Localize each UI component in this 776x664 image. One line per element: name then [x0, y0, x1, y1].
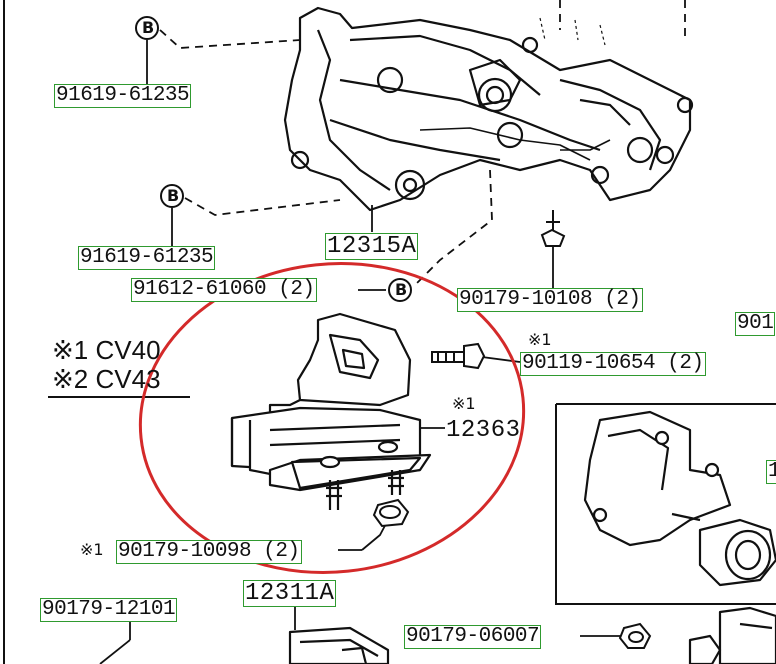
- part-label-12315a[interactable]: 12315A: [325, 233, 419, 260]
- part-label-91619-61235-middle[interactable]: 91619-61235: [78, 246, 216, 270]
- engine-mount-12363-drawing: [230, 312, 432, 510]
- lower-bracket-drawing: [288, 626, 390, 664]
- bolt-symbol-middle: [160, 184, 184, 208]
- highlight-circle: [138, 262, 526, 574]
- bolt-symbol-top: [135, 16, 159, 40]
- bolt-symbol-letter-top: B: [142, 18, 155, 37]
- nut-90179-10098-drawing: [372, 498, 410, 528]
- part-label-91619-61235-top[interactable]: 91619-61235: [54, 84, 192, 108]
- part-label-90179-10108[interactable]: 90179-10108 (2): [457, 288, 643, 312]
- part-label-90179-12101[interactable]: 90179-12101: [40, 598, 178, 622]
- inset-box: [555, 403, 776, 605]
- note-mark-90179-10098: ※1: [80, 540, 104, 559]
- part-label-901-cut[interactable]: 901: [735, 312, 776, 336]
- part-label-1-cut[interactable]: 1: [766, 460, 776, 484]
- note-mark-12363: ※1: [452, 394, 476, 413]
- legend-text-2: CV43: [95, 364, 161, 394]
- note-mark-90119: ※1: [528, 330, 552, 349]
- part-label-90179-06007[interactable]: 90179-06007: [404, 625, 542, 649]
- part-label-91612-61060[interactable]: 91612-61060 (2): [131, 278, 317, 302]
- legend-mark-2: ※2: [52, 364, 89, 394]
- dashed-leaders: [159, 0, 686, 286]
- part-label-90119-10654[interactable]: 90119-10654 (2): [520, 352, 706, 376]
- legend-row-1: ※1 CV40: [52, 336, 161, 364]
- bolt-symbol-letter-right: B: [395, 280, 408, 299]
- legend-row-2: ※2 CV43: [52, 365, 161, 393]
- part-label-12311a[interactable]: 12311A: [243, 580, 337, 607]
- part-label-90179-10098[interactable]: 90179-10098 (2): [116, 540, 302, 564]
- inset-mount-drawing: [583, 410, 776, 664]
- bolt-90119-10654-drawing: [431, 342, 486, 370]
- part-label-12363[interactable]: 12363: [446, 417, 521, 444]
- nut-90179-06007-drawing: [618, 622, 652, 649]
- bolt-symbol-letter-middle: B: [167, 186, 180, 205]
- engine-housing-drawing: [283, 6, 694, 212]
- bolt-90179-10108-drawing: [540, 210, 566, 247]
- legend-text-1: CV40: [95, 335, 161, 365]
- bolt-symbol-right: [388, 278, 412, 302]
- legend-mark-1: ※1: [52, 335, 89, 365]
